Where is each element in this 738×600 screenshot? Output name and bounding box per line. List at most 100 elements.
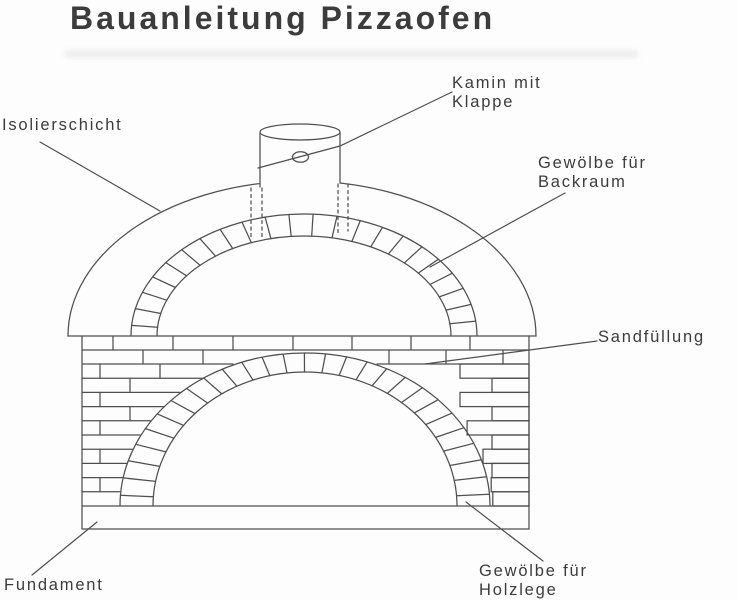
label-gewoelbe-holzlege: Gewölbe für Holzlege: [479, 562, 588, 599]
brick: [491, 377, 530, 394]
arch-brick-joints: [119, 352, 491, 498]
vault-brick-joint: [417, 258, 440, 274]
label-fundament-text: Fundament: [4, 576, 104, 594]
vault-outer-arc: [130, 213, 478, 337]
vault-brick-joint: [165, 261, 188, 277]
arch-brick-joint: [425, 412, 453, 426]
vault-brick-joint: [199, 237, 217, 257]
arch-brick-joint: [156, 413, 185, 427]
arch-brick-joint: [119, 494, 155, 498]
label-isolierschicht: Isolierschicht: [2, 116, 123, 135]
arch-outer-arc: [119, 352, 491, 507]
leader-sandfuellung: [424, 340, 598, 365]
arch-brick-joint: [338, 356, 348, 377]
leader-isolierschicht: [39, 141, 161, 212]
leader-backraum: [429, 192, 566, 268]
arch-brick-joint: [127, 460, 161, 468]
arch-brick-joint: [261, 356, 271, 377]
insulation-dome-arc: [67, 180, 537, 337]
vault-brick-joint: [403, 246, 423, 264]
label-holzlege-line2: Holzlege: [479, 580, 558, 599]
chimney-hidden-flue-dashes: [250, 183, 349, 240]
arch-brick-joint: [144, 427, 175, 439]
vault-brick-joint: [387, 235, 404, 255]
label-kamin-line1: Kamin mit: [452, 74, 542, 92]
chimney: [250, 123, 349, 240]
brick: [491, 462, 530, 479]
label-sandfuellung: Sandfüllung: [598, 328, 705, 347]
label-holzlege-line1: Gewölbe für: [479, 562, 588, 580]
vault-brick-joint: [264, 216, 272, 240]
top-course-joints: [112, 335, 504, 365]
brick: [491, 434, 530, 450]
title-ghost-band: [64, 50, 639, 58]
arch-brick-joint: [400, 387, 424, 404]
arch-brick-joint: [282, 353, 288, 374]
leader-lines: [31, 91, 598, 576]
arch-brick-joint: [241, 361, 254, 381]
arch-brick-joint: [355, 361, 368, 381]
vault-brick-joint: [134, 307, 162, 315]
arch-brick-joint: [455, 493, 491, 497]
arch-brick-joint: [453, 476, 488, 482]
vault-brick-joint: [152, 276, 177, 289]
vault-brick-joint: [288, 213, 292, 238]
vault-brick-joint: [351, 219, 361, 243]
vault-brick-joints: [131, 213, 477, 328]
vault-brick-joint: [141, 291, 168, 301]
brick: [459, 391, 530, 408]
vault-brick-joint: [370, 226, 384, 248]
arch-brick-joint: [170, 399, 196, 415]
label-kamin-mit-klappe: Kamin mit Klappe: [452, 74, 542, 111]
label-backraum-line2: Backraum: [538, 172, 627, 191]
label-fundament: Fundament: [4, 576, 104, 595]
vault-brick-joint: [241, 221, 252, 244]
label-isolierschicht-text: Isolierschicht: [2, 116, 123, 134]
vault-brick-joint: [438, 287, 464, 298]
vault-brick-joint: [219, 228, 234, 250]
brick: [492, 491, 530, 507]
diagram-title: Bauanleitung Pizzaofen: [70, 0, 496, 36]
vault-brick-joint: [449, 320, 477, 325]
vault-brick-joint: [331, 215, 338, 239]
arch-brick-joint: [203, 377, 223, 395]
vault-brick-joint: [131, 324, 159, 328]
arch-brick-joint: [449, 459, 482, 467]
baking-chamber-vault: [130, 213, 478, 337]
label-backraum-line1: Gewölbe für: [538, 154, 647, 172]
arch-brick-joint: [221, 368, 238, 387]
arch-brick-joint: [434, 427, 465, 439]
label-kamin-line2: Klappe: [452, 92, 515, 111]
arch-brick-joint: [413, 399, 439, 414]
left-flank-brickwork: [81, 363, 203, 493]
right-flank-brickwork: [459, 363, 530, 507]
label-gewoelbe-backraum: Gewölbe für Backraum: [538, 154, 647, 191]
brick: [466, 420, 530, 436]
arch-brick-joint: [371, 368, 388, 387]
vault-brick-joint: [445, 303, 472, 311]
brick: [459, 363, 530, 379]
vault-brick-joint: [429, 272, 453, 286]
leader-kamin: [257, 91, 453, 169]
label-sandfuellung-text: Sandfüllung: [598, 328, 705, 346]
arch-brick-joint: [386, 376, 406, 395]
brick: [482, 448, 530, 465]
arch-brick-joint: [122, 477, 157, 483]
leader-fundament: [31, 521, 98, 576]
arch-brick-joint: [321, 353, 327, 374]
brick: [491, 405, 530, 422]
arch-brick-joint: [135, 443, 167, 453]
chimney-top-opening: [259, 123, 341, 141]
arch-inner-arc: [152, 371, 458, 507]
wood-storage-vault: [119, 352, 491, 507]
foundation-slab: [81, 505, 530, 530]
arch-brick-joint: [442, 442, 475, 452]
vault-inner-arc: [156, 235, 452, 337]
brick: [490, 476, 530, 493]
leader-holzlege: [465, 501, 544, 562]
vault-brick-joint: [181, 249, 201, 266]
arch-brick-joint: [185, 387, 209, 404]
vault-brick-joint: [311, 213, 314, 237]
